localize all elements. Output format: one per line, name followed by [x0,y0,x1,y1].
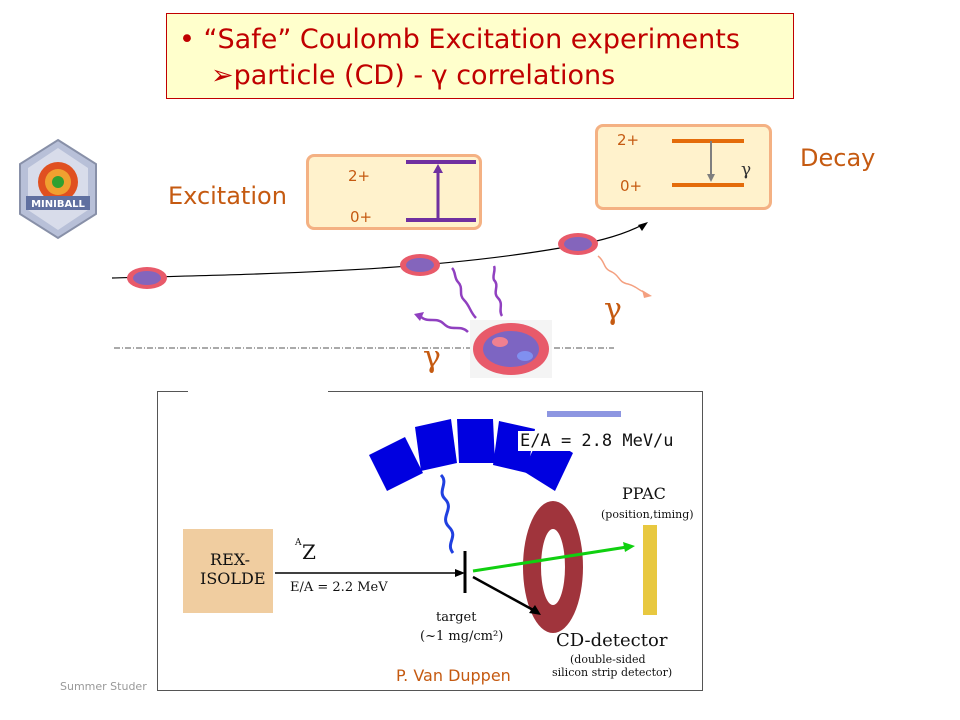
rex-isolde-line-1: REX- [210,550,250,569]
gamma-wave-icon [597,255,645,293]
rex-isolde-box [183,529,273,613]
energy-label: E/A = 2.8 MeV/u [518,431,676,451]
rex-isolde-label: REX- ISOLDE [200,550,266,588]
ppac-title: PPAC [622,484,666,503]
decay-lower-level: 0+ [620,177,643,195]
cd-detector-sub-1: (double-sided [570,653,646,666]
rex-isolde-line-2: ISOLDE [200,569,266,588]
gamma-symbol-left: γ [423,340,441,375]
title-line-1: • “Safe” Coulomb Excitation experiments [179,24,740,55]
frame-notch [188,390,328,394]
decay-upper-level: 2+ [617,131,640,149]
miniball-logo: MINIBALL [19,138,97,240]
excitation-level-box [306,154,482,230]
title-line-2: ➢particle (CD) - γ correlations [211,60,615,91]
nucleus-icon [558,233,598,255]
cd-detector-sub-2: silicon strip detector) [552,666,673,679]
nucleus-icon [127,267,167,289]
svg-text:MINIBALL: MINIBALL [31,199,85,210]
gamma-wave-icon [439,473,455,554]
title-main: “Safe” Coulomb Excitation experiments [203,24,740,55]
credit-label: P. Van Duppen [396,666,511,685]
setup-drawing [183,411,657,633]
gamma-symbol-right: γ [604,292,622,327]
beam-mass-number: A [295,538,302,548]
title-box: • “Safe” Coulomb Excitation experiments … [166,13,794,99]
beam-energy-label: E/A = 2.2 MeV [290,580,388,595]
excitation-label: Excitation [168,182,287,210]
footer-text: Summer Studer [60,680,147,693]
nucleus-icon [400,254,440,276]
decay-gamma-symbol: γ [741,160,752,180]
reaction-diagram [111,222,652,378]
ppac-subtitle: (position,timing) [601,508,694,521]
decay-label: Decay [800,144,876,172]
excitation-lower-level: 0+ [350,208,373,226]
beam-z-label: Z [302,540,316,564]
bullet: • [179,24,195,55]
decay-level-box [595,124,772,210]
title-sub: particle (CD) - γ correlations [233,60,616,91]
decay-scheme [672,139,744,187]
cd-detector-title: CD-detector [556,630,668,651]
excitation-scheme [406,160,476,222]
excitation-upper-level: 2+ [348,167,371,185]
target-title: target [436,610,477,625]
target-nucleus-icon [470,320,552,378]
detector-array-icon [369,419,573,491]
gamma-wave-icon [419,265,504,333]
arrow-bullet-icon: ➢ [211,60,234,91]
ppac-detector [643,525,657,615]
target-subtitle: (~1 mg/cm²) [420,629,504,644]
